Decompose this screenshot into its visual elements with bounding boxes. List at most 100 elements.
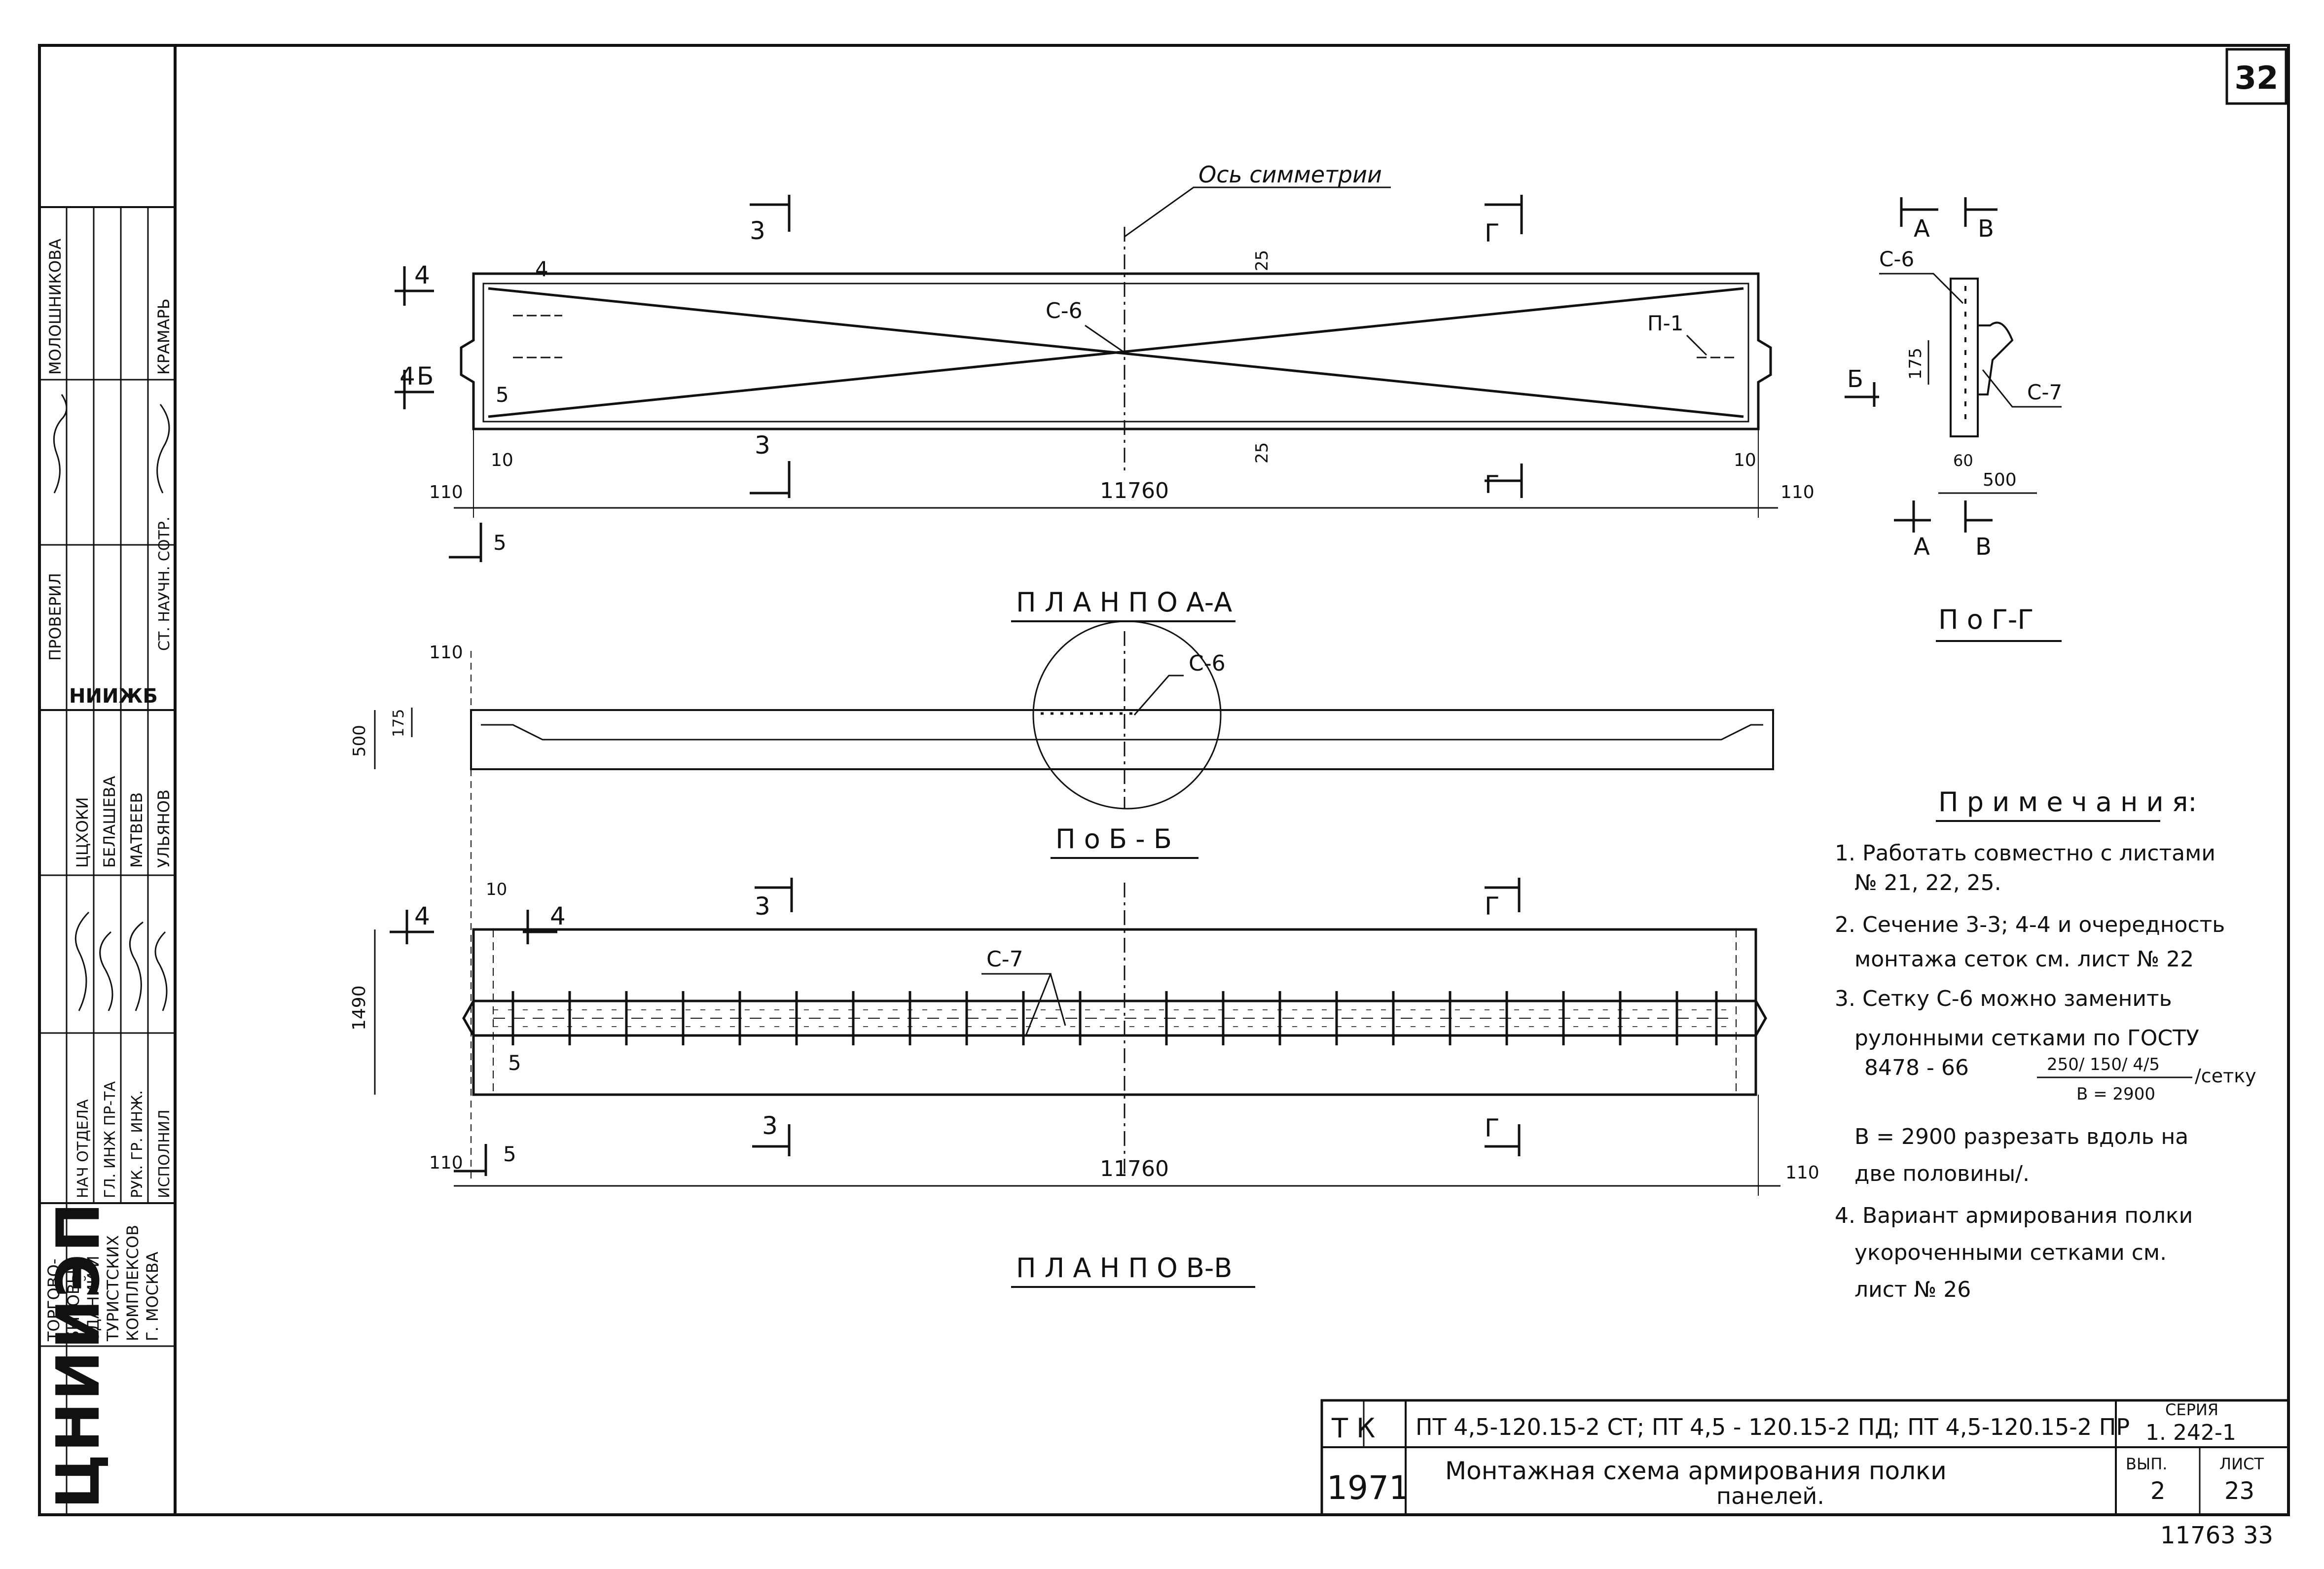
cut-mark xyxy=(1964,197,1997,227)
cut-label: 3 xyxy=(755,892,770,921)
title-block: Т К 1971 ПТ 4,5-120.15-2 СТ; ПТ 4,5 - 12… xyxy=(1320,1399,2290,1516)
note-line: 2. Сечение 3-3; 4-4 и очередность xyxy=(1835,912,2225,937)
signature xyxy=(129,921,144,1011)
sheet-number: 32 xyxy=(2234,60,2278,97)
note-line: 3. Сетку С-6 можно заменить xyxy=(1835,986,2172,1011)
person-name: МАТВЕЕВ xyxy=(127,792,146,868)
cut-label: 3 xyxy=(755,431,770,460)
signature xyxy=(156,404,170,494)
panel-inner xyxy=(482,283,1749,423)
issue-value: 2 xyxy=(2150,1477,2166,1505)
checked-position: СТ. НАУЧН. СОТР. xyxy=(156,517,173,651)
view-title: П Л А Н П О А-А xyxy=(1016,587,1232,618)
cut-mark xyxy=(750,461,791,498)
sheet-label: ЛИСТ xyxy=(2219,1455,2264,1473)
cut-mark xyxy=(449,523,482,562)
cut-mark xyxy=(395,370,434,409)
cut-mark xyxy=(1894,500,1931,533)
doc-code: Т К xyxy=(1331,1413,1376,1444)
view-title: П о Б - Б xyxy=(1055,823,1172,855)
section-b-view: С-6 500 175 110 П о Б - Б xyxy=(350,620,1774,1183)
footer-number: 11763 33 xyxy=(2160,1522,2273,1549)
cut-label: 4 xyxy=(399,362,415,391)
org-line: ТОРГОВО- xyxy=(44,1259,63,1342)
cut-label: Г xyxy=(1485,219,1500,248)
dim-depth: 175 xyxy=(1906,348,1925,380)
cut-mark xyxy=(390,910,434,944)
org-logo: ЦНИИЭП xyxy=(44,1201,113,1509)
mesh-bars xyxy=(511,991,1718,1045)
dim-height: 1490 xyxy=(349,985,369,1031)
axis-leader xyxy=(1124,186,1391,238)
cut-label: 3 xyxy=(750,216,765,245)
cut-mark xyxy=(1485,195,1523,234)
checked-name: МОЛОШНИКОВА xyxy=(46,239,65,375)
section-label: В xyxy=(1975,533,1992,561)
cut-label: 5 xyxy=(503,1142,516,1166)
mesh-diagonal xyxy=(488,287,1744,418)
section-label: В xyxy=(1978,215,1994,243)
mesh-leader xyxy=(1133,675,1184,715)
checked-org: НИИЖБ xyxy=(69,685,158,708)
section-g-view: А В А В Б С-6 С-7 175 60 500 П о Г-Г xyxy=(1845,197,2062,642)
mesh-label: С-7 xyxy=(986,947,1023,972)
dim-edge: 10 xyxy=(486,880,507,899)
cut-label: 5 xyxy=(508,1051,521,1075)
note-line: № 21, 22, 25. xyxy=(1854,870,2001,895)
cut-mark xyxy=(395,266,434,306)
view-title: П о Г-Г xyxy=(1938,604,2034,635)
note-line: две половины/. xyxy=(1854,1161,2030,1186)
dim-depth: 175 xyxy=(390,709,407,737)
section-label: А xyxy=(1914,215,1930,243)
cut-label: 5 xyxy=(493,531,507,555)
inner-frame xyxy=(174,44,2290,1516)
cut-mark xyxy=(1964,500,1993,533)
cut-mark xyxy=(1845,382,1879,407)
sheet-number-box: 32 xyxy=(2225,48,2288,105)
person-name: ЦЦХОКИ xyxy=(73,797,92,868)
cut-label: Г xyxy=(1485,892,1500,921)
plan-a-view: Ось симметрии С-6 П-1 11760 110 110 10 1… xyxy=(395,161,1815,622)
cut-label: Г xyxy=(1485,1114,1500,1142)
mesh-leader xyxy=(1085,324,1125,354)
position-label: ГЛ. ИНЖ ПР-ТА xyxy=(102,1081,119,1198)
note-line: 1. Работать совместно с листами xyxy=(1835,841,2215,866)
note-line: монтажа сеток см. лист № 22 xyxy=(1854,947,2194,972)
dim-total: 11760 xyxy=(1100,478,1169,503)
rib-band xyxy=(462,999,1767,1037)
cut-label: 4 xyxy=(535,257,548,281)
signature xyxy=(99,931,113,1011)
checked-label: ПРОВЕРИЛ xyxy=(46,573,65,661)
dim-edge: 10 xyxy=(491,450,513,470)
note-line: В = 2900 разрезать вдоль на xyxy=(1854,1124,2188,1149)
note-line: укороченными сетками см. xyxy=(1854,1240,2167,1265)
cut-mark xyxy=(523,910,557,944)
cut-label: 4 xyxy=(414,261,430,289)
axis-label: Ось симметрии xyxy=(1198,161,1382,188)
sheet-value: 23 xyxy=(2224,1477,2254,1505)
cut-mark xyxy=(1900,197,1938,227)
mesh-leader xyxy=(1982,369,2062,408)
dim-end: 110 xyxy=(429,1153,463,1173)
cut-label: Б xyxy=(417,362,434,391)
dim-end: 110 xyxy=(1785,1163,1819,1183)
doc-year: 1971 xyxy=(1327,1469,1410,1507)
note-line: рулонными сетками по ГОСТУ xyxy=(1854,1026,2199,1051)
cut-label: 4 xyxy=(550,902,566,930)
cut-mark xyxy=(752,1124,791,1156)
dim-gap: 25 xyxy=(1252,442,1272,464)
note-line: лист № 26 xyxy=(1854,1277,1971,1302)
dim-width: 60 xyxy=(1953,451,1973,470)
detail-circle xyxy=(1032,620,1222,810)
cut-mark xyxy=(755,878,793,912)
org-line: КОМПЛЕКСОВ xyxy=(123,1225,142,1341)
note-fraction-bottom: В = 2900 xyxy=(2076,1084,2155,1104)
cut-mark xyxy=(1485,464,1523,498)
issue-label: ВЫП. xyxy=(2126,1455,2167,1473)
cut-label: Г xyxy=(1485,470,1500,499)
mesh-leader xyxy=(1879,273,1964,304)
mesh-label: С-7 xyxy=(2027,380,2062,404)
panel-outline xyxy=(472,928,1757,1096)
checked-name: КРАМАРЬ xyxy=(154,298,173,375)
